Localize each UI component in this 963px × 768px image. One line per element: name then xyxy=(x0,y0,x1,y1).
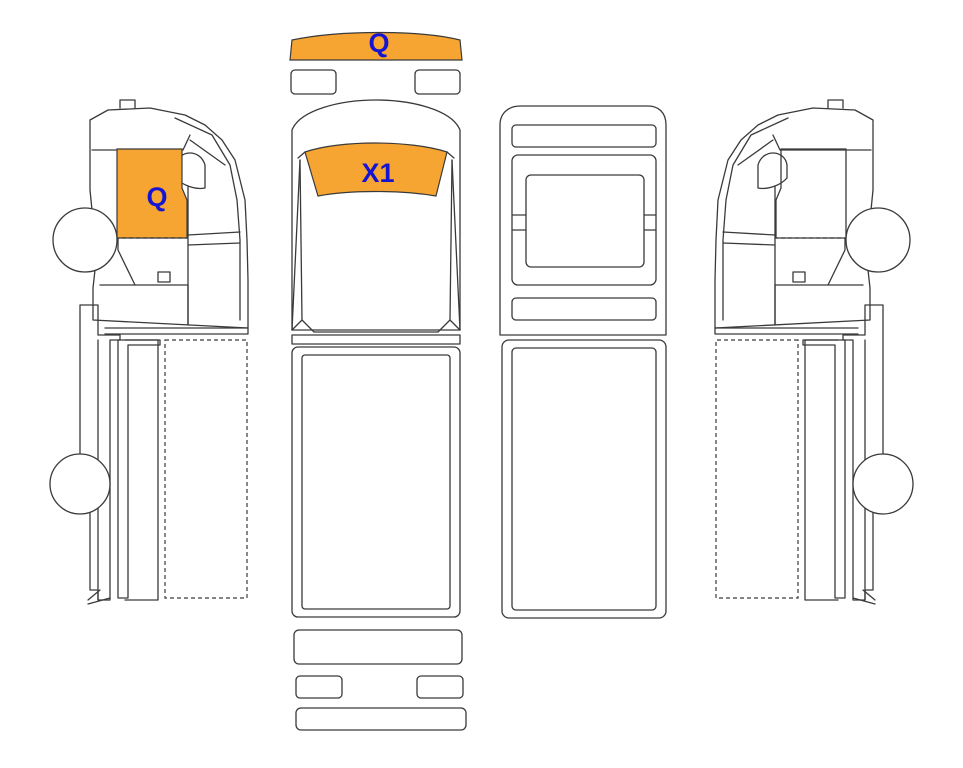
rear-bumper xyxy=(293,629,463,665)
left-chassis xyxy=(79,304,121,601)
cab-top-outline xyxy=(291,99,461,331)
rear-bed-inner xyxy=(511,347,657,611)
left-front-wheel xyxy=(52,207,118,273)
left-side-view: Q xyxy=(49,99,249,605)
front-top-view: Q X1 xyxy=(289,28,467,731)
right-side-view xyxy=(714,99,914,605)
left-taillight xyxy=(295,675,343,699)
left-door-label: Q xyxy=(146,182,167,212)
right-mirror-icon xyxy=(757,152,788,190)
sunroof xyxy=(525,174,645,268)
left-headlight xyxy=(290,69,337,95)
front-panel-highlight xyxy=(289,31,463,61)
bed-top-inner xyxy=(301,354,451,610)
rear-step xyxy=(295,707,467,731)
right-front-wheel xyxy=(845,207,911,273)
left-rear-wheel xyxy=(49,453,111,515)
front-panel-label: Q xyxy=(368,28,389,58)
roof-view xyxy=(499,105,667,619)
right-rear-wheel xyxy=(852,453,914,515)
windshield-label: X1 xyxy=(361,158,394,188)
right-taillight xyxy=(416,675,464,699)
roof-outline xyxy=(499,105,667,336)
right-headlight xyxy=(414,69,461,95)
door-handle xyxy=(157,271,171,283)
left-bed-outline xyxy=(164,339,248,599)
